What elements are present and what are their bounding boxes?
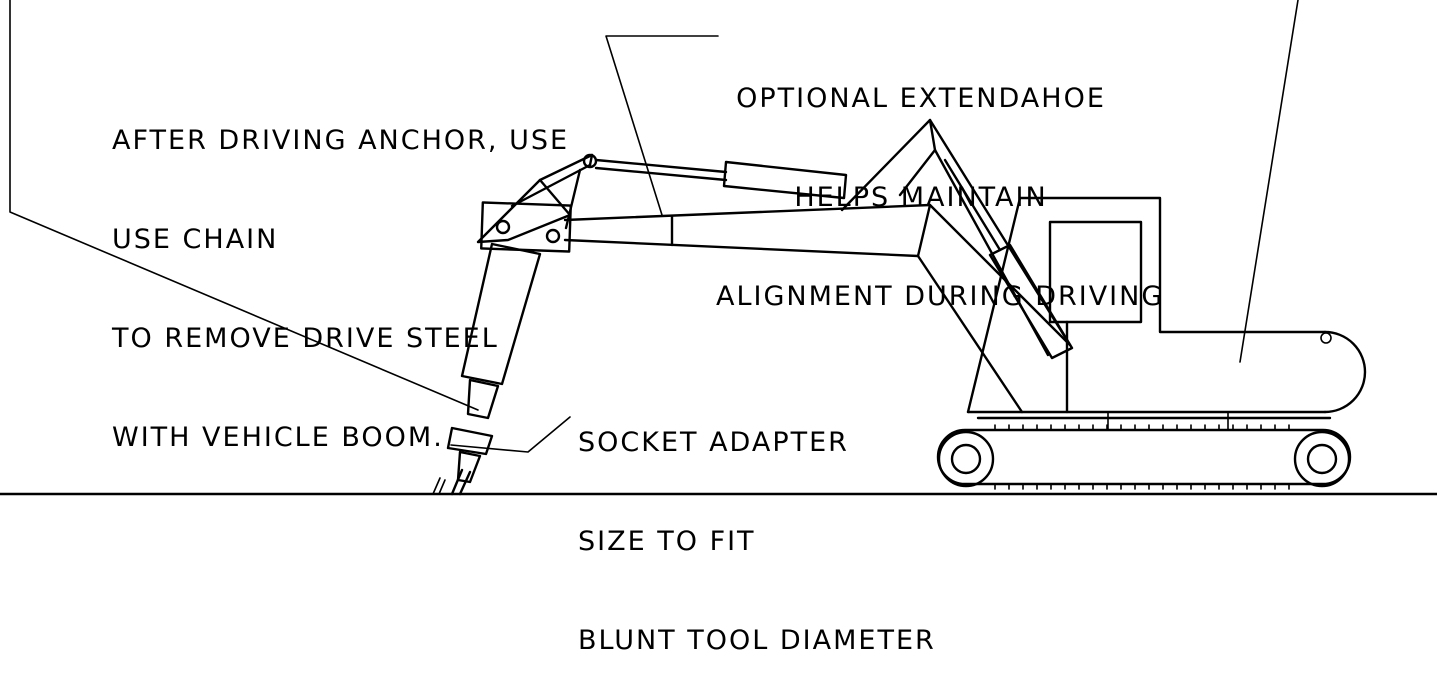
backhoe-drawing [0, 0, 1437, 496]
socket-note-line-2: SIZE TO FIT [578, 526, 756, 557]
chain-removal-note: AFTER DRIVING ANCHOR, USE USE CHAIN TO R… [112, 58, 569, 487]
leader-lines [9, 0, 1299, 453]
crawler-track [936, 428, 1352, 488]
stick-cylinder [594, 158, 848, 200]
extendahoe-note-line-2: HELPS MAINTAIN [794, 182, 1048, 213]
extendahoe-note-line-3: ALIGNMENT DURING DRIVING [716, 281, 1165, 312]
track-teeth [994, 424, 1290, 490]
chain-note-line-4: WITH VEHICLE BOOM. [112, 422, 444, 453]
boom-cylinder [943, 158, 1074, 360]
chain-note-line-1: AFTER DRIVING ANCHOR, USE [112, 125, 570, 156]
chain-note-line-2: USE CHAIN [112, 224, 279, 255]
vehicle-body [966, 196, 1367, 431]
socket-adapter [432, 426, 494, 496]
socket-adapter-note: SOCKET ADAPTER SIZE TO FIT BLUNT TOOL DI… [578, 360, 936, 690]
extendahoe-note-line-1: OPTIONAL EXTENDAHOE [736, 83, 1106, 114]
socket-note-line-1: SOCKET ADAPTER [578, 427, 849, 458]
extendahoe-note: OPTIONAL EXTENDAHOE HELPS MAINTAIN ALIGN… [716, 16, 1165, 346]
chain-note-line-3: TO REMOVE DRIVE STEEL [112, 323, 499, 354]
hydraulic-hammer [460, 242, 542, 420]
socket-note-line-3: BLUNT TOOL DIAMETER [578, 625, 936, 656]
